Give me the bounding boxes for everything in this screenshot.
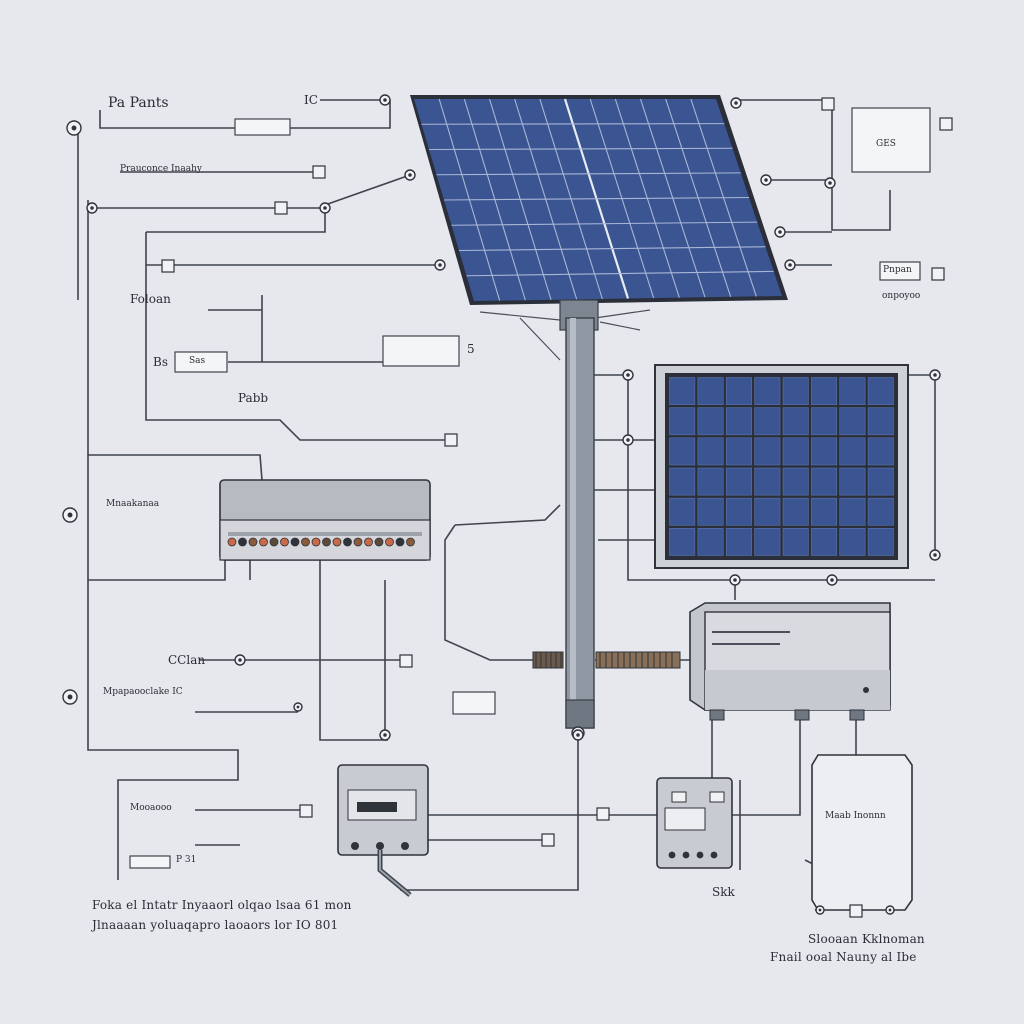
solar-panel-main-icon — [410, 95, 788, 305]
mid-left-title: Foloan — [130, 292, 171, 306]
mid-left-bs-label: Bs — [153, 355, 168, 369]
solar-panel-secondary-icon — [654, 364, 909, 569]
top-ic-label: IC — [304, 93, 318, 107]
right-mid-sub-label: onpoyoo — [882, 291, 921, 301]
connector-node-icon — [62, 94, 953, 918]
mid-pa-label: Pabb — [238, 391, 269, 405]
combiner-label: Mnaakanaa — [106, 499, 160, 509]
coil-connector-icon — [532, 651, 681, 669]
mid-left-box-label: Sas — [189, 356, 206, 366]
caption-right-line2: Fnail ooal Nauny al Ibe — [770, 950, 917, 964]
meter-box-icon — [337, 764, 429, 897]
left-block-lower-label: Mpapaooclake IC — [103, 687, 183, 697]
combiner-box-icon — [219, 479, 431, 561]
pole-icon — [479, 299, 681, 740]
mid-tag-label: 5 — [467, 342, 475, 356]
top-left-block-label: Prauconce Inaahy — [120, 164, 202, 174]
top-left-title: Pa Pants — [108, 95, 169, 111]
caption-left-line2: Jlnaaaan yoluaqapro laoaors lor IO 801 — [92, 918, 339, 932]
left-p-label: P 31 — [176, 855, 197, 865]
inverter-box-icon — [689, 602, 891, 721]
battery-enclosure-icon — [811, 754, 913, 911]
label-tags — [129, 107, 931, 869]
right-bottom-box-label: Maab Inonnn — [825, 811, 886, 821]
left-block-bottom-label: Mooaooo — [130, 803, 172, 813]
caption-right-line1: Slooaan Kklnoman — [808, 932, 925, 946]
caption-left-line1: Foka el Intatr Inyaaorl olqao lsaa 61 mo… — [92, 898, 352, 912]
right-top-box-label: GES — [876, 139, 896, 149]
right-small-label: Skk — [712, 885, 735, 899]
right-mid-label: Pnpan — [883, 265, 912, 275]
controller-box-icon — [656, 777, 733, 869]
cclan-label: CClan — [168, 653, 206, 667]
